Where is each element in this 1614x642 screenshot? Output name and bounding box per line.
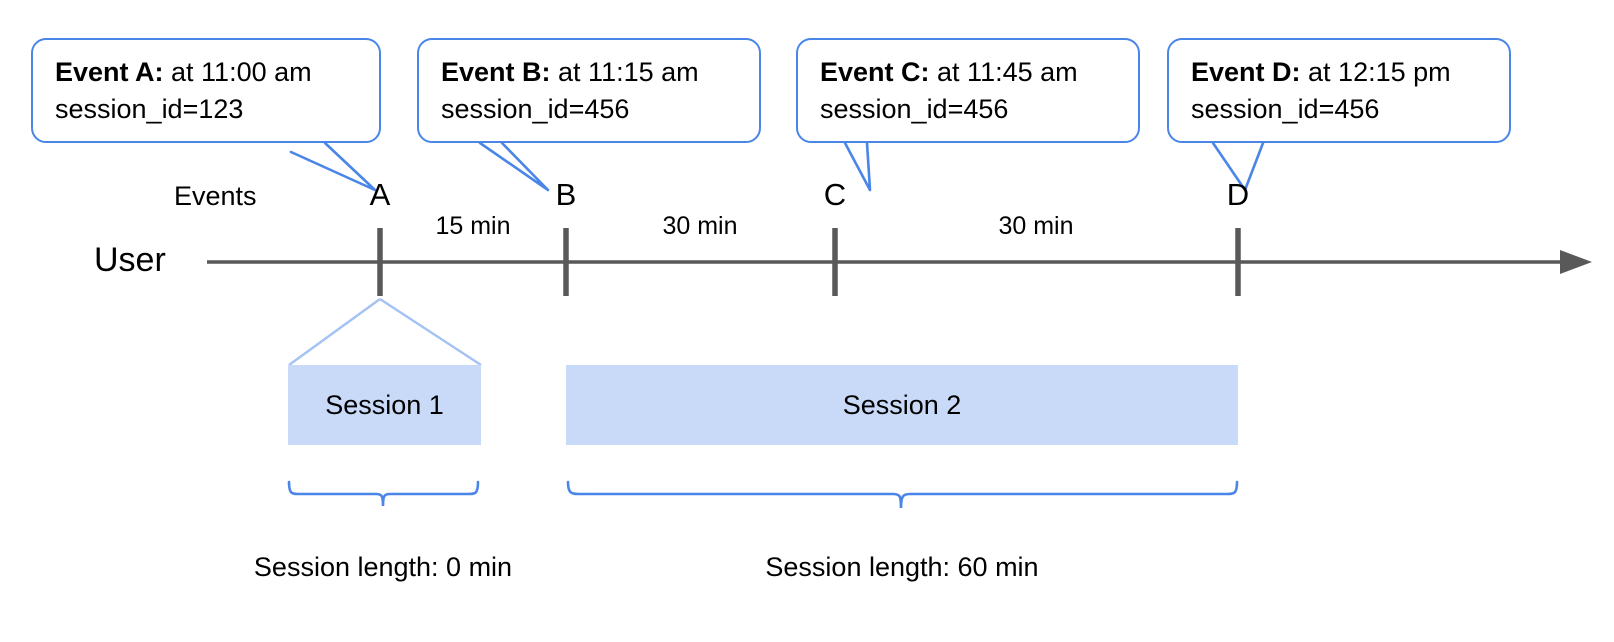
callout-event-c-line1: Event C: at 11:45 am [820,54,1122,91]
gap-label-c-d: 30 min [998,212,1074,240]
session2-brace [566,480,1239,509]
event-letter-b: B [555,177,577,212]
callout-event-a-line2: session_id=123 [55,94,244,125]
callout-event-d-line1: Event D: at 12:15 pm [1191,54,1493,91]
callout-event-a-time: at 11:00 am [163,57,312,87]
callout-event-c: Event C: at 11:45 am session_id=456 [796,38,1140,143]
callout-event-b-line1: Event B: at 11:15 am [441,54,743,91]
row-label-user: User [94,241,166,279]
row-label-events: Events [174,181,257,211]
callout-event-c-time: at 11:45 am [929,57,1078,87]
callout-event-a-bold: Event A: [55,57,164,87]
callout-event-b: Event B: at 11:15 am session_id=456 [417,38,761,143]
gap-label-a-b: 15 min [435,212,511,240]
callout-event-b-time: at 11:15 am [550,57,699,87]
callout-event-d-line2: session_id=456 [1191,94,1380,125]
callout-event-d: Event D: at 12:15 pm session_id=456 [1167,38,1511,143]
callout-event-a-line1: Event A: at 11:00 am [55,54,363,91]
session-2-length-label: Session length: 60 min [765,552,1039,582]
session1-connector-left [288,298,381,366]
session-1-length-label: Session length: 0 min [253,552,513,582]
gap-label-b-c: 30 min [662,212,738,240]
timeline-arrowhead [1560,250,1592,274]
callout-event-b-line2: session_id=456 [441,94,630,125]
event-letter-c: C [823,177,847,212]
session-bar-2-label: Session 2 [842,389,962,420]
event-letter-d: D [1226,177,1250,212]
session-bar-2: Session 2 [566,365,1238,445]
session-bar-1-label: Session 1 [325,389,444,420]
callout-tail-b [478,141,550,192]
callout-event-c-bold: Event C: [820,57,930,87]
callout-event-b-bold: Event B: [441,57,551,87]
callout-event-c-line2: session_id=456 [820,94,1009,125]
event-letter-a: A [369,177,391,212]
callout-event-d-bold: Event D: [1191,57,1301,87]
callout-event-d-time: at 12:15 pm [1300,57,1451,87]
session1-brace [287,480,480,507]
session1-connector-right [379,297,482,367]
callout-event-a: Event A: at 11:00 am session_id=123 [31,38,381,143]
session-bar-1: Session 1 [288,365,481,445]
